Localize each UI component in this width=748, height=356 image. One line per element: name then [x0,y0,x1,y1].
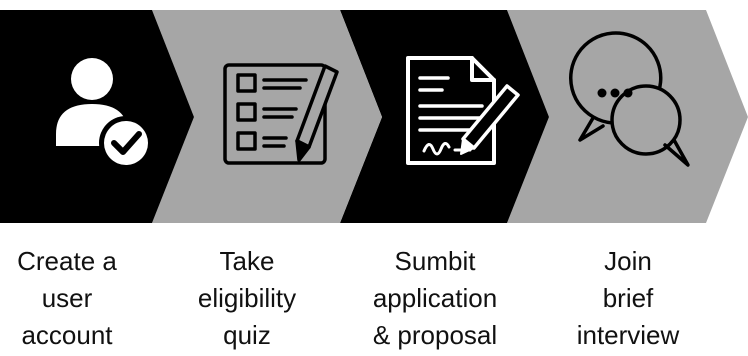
step-3-label-line-1: Sumbit [394,246,476,276]
signed-document-icon [406,56,520,165]
step-1-label-line-2: user [41,283,93,313]
step-3-label: Sumbit application & proposal [350,243,520,354]
step-2-label: Take eligibility quiz [162,243,332,354]
step-2-label-line-2: eligibility [197,283,297,313]
step-1-label: Create a user account [0,243,152,354]
step-4-label: Join brief interview [543,243,713,354]
step-3-label-line-2: application [372,283,498,313]
step-2-label-line-1: Take [219,246,275,276]
step-4-label-line-3: interview [576,320,680,350]
chat-bubbles-icon [568,31,690,167]
step-1-label-line-1: Create a [17,246,117,276]
step-labels: Create a user account Take eligibility q… [0,243,748,356]
step-3-label-line-3: & proposal [372,320,498,350]
step-4-label-line-1: Join [604,246,652,276]
user-check-icon [56,58,153,170]
step-4-label-line-2: brief [602,283,654,313]
checklist-pen-icon [223,63,339,165]
step-1-label-line-3: account [21,320,113,350]
step-2-label-line-3: quiz [223,320,271,350]
